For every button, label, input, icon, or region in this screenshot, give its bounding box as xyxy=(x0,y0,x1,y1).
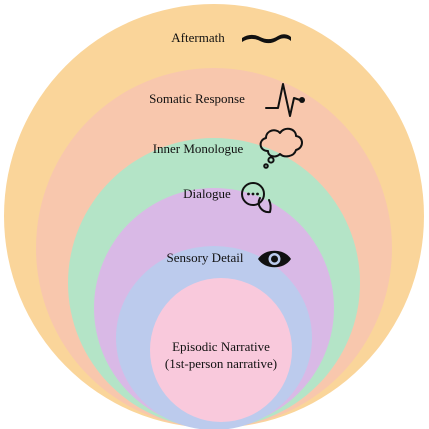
label-episodic-narrative: Episodic Narrative xyxy=(172,339,270,354)
label-sensory-detail: Sensory Detail xyxy=(167,250,244,265)
layer-episodic-narrative xyxy=(150,278,292,422)
wavy-line-icon xyxy=(242,34,291,44)
label-inner-monologue: Inner Monologue xyxy=(153,141,244,156)
pulse-icon xyxy=(265,83,305,117)
eye-icon xyxy=(258,250,291,268)
label-episodic-narrative-sub: (1st-person narrative) xyxy=(165,356,277,371)
label-dialogue: Dialogue xyxy=(183,186,231,201)
label-aftermath: Aftermath xyxy=(171,30,225,45)
label-somatic-response: Somatic Response xyxy=(149,91,245,106)
thought-cloud-icon xyxy=(259,127,303,169)
speech-bubbles-icon xyxy=(241,182,272,214)
